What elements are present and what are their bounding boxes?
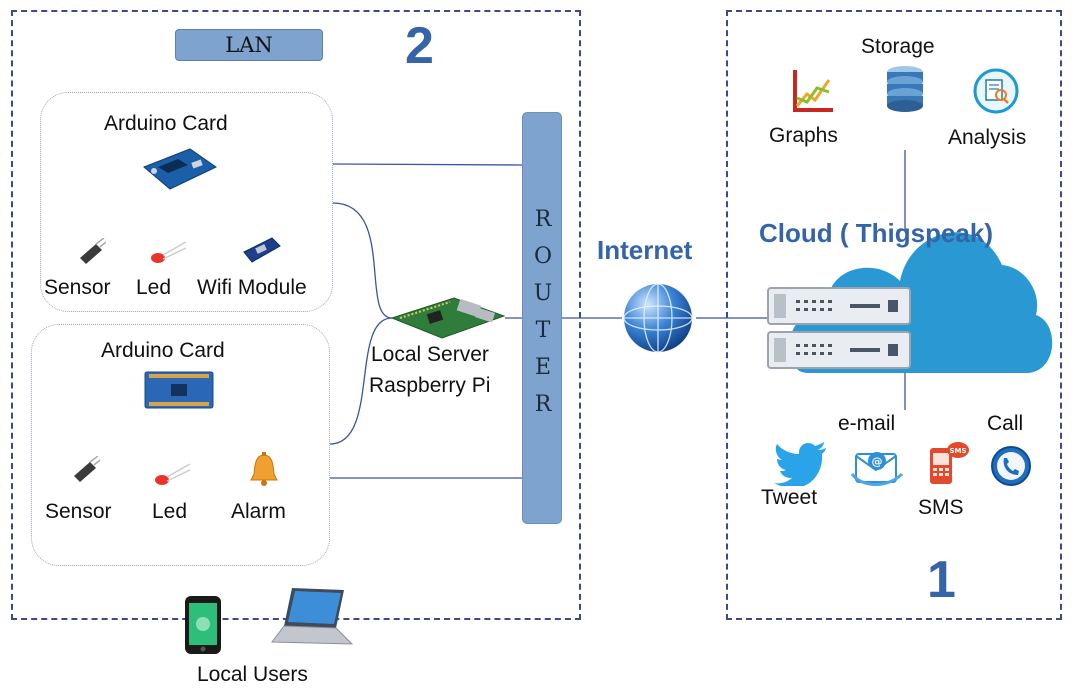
arduino-card-2-title: Arduino Card bbox=[101, 339, 225, 362]
call-label: Call bbox=[987, 412, 1024, 435]
card2-alarm-label: Alarm bbox=[231, 500, 286, 523]
router-letter: R bbox=[534, 392, 552, 417]
card2-led-label: Led bbox=[152, 500, 188, 523]
router-letter: U bbox=[533, 281, 553, 306]
smartphone-icon bbox=[185, 596, 221, 654]
twitter-icon bbox=[774, 442, 826, 486]
raspberry-pi-label: Raspberry Pi bbox=[369, 374, 491, 397]
router-letter: E bbox=[534, 355, 552, 380]
raspberry-pi-icon bbox=[390, 297, 506, 339]
analysis-label: Analysis bbox=[948, 126, 1027, 149]
arduino-card-1-title: Arduino Card bbox=[104, 112, 228, 135]
server-icon bbox=[767, 287, 911, 369]
database-icon bbox=[887, 66, 923, 112]
card1-led-label: Led bbox=[136, 276, 172, 299]
sensor-icon bbox=[80, 238, 106, 264]
storage-label: Storage bbox=[861, 35, 935, 58]
internet-label: Internet bbox=[597, 235, 693, 265]
arduino-card-2 bbox=[31, 324, 330, 566]
wifi-module-icon bbox=[243, 237, 281, 263]
graphs-label: Graphs bbox=[769, 124, 838, 147]
alarm-bell-icon bbox=[250, 452, 278, 486]
cloud-zone-number: 1 bbox=[927, 551, 956, 609]
call-icon bbox=[991, 446, 1031, 486]
graph-icon bbox=[793, 70, 833, 112]
local-users-label: Local Users bbox=[197, 663, 308, 686]
cloud-zone bbox=[726, 10, 1062, 620]
card1-wifi-module-label: Wifi Module bbox=[197, 276, 307, 299]
lan-zone-number: 2 bbox=[405, 17, 434, 75]
router-letter: R bbox=[534, 207, 552, 232]
svg-text:@: @ bbox=[872, 455, 883, 468]
sms-label: SMS bbox=[918, 496, 964, 519]
arduino-card-1 bbox=[40, 92, 333, 312]
sms-badge-text: SMS bbox=[949, 447, 966, 455]
globe-icon bbox=[623, 283, 693, 353]
cloud-title: Cloud ( Thigspeak) bbox=[759, 218, 993, 248]
card1-sensor-label: Sensor bbox=[44, 276, 111, 299]
router: R O U T E R bbox=[522, 112, 562, 524]
sensor-icon bbox=[74, 456, 100, 482]
card2-sensor-label: Sensor bbox=[45, 500, 112, 523]
led-icon bbox=[155, 463, 191, 485]
email-icon: @ bbox=[850, 452, 904, 486]
lan-label: LAN bbox=[175, 29, 323, 61]
shield-board-icon bbox=[144, 371, 214, 409]
email-label: e-mail bbox=[838, 412, 896, 435]
local-server-label: Local Server bbox=[371, 343, 489, 366]
led-icon bbox=[151, 241, 187, 263]
laptop-icon bbox=[271, 588, 354, 645]
router-letter: T bbox=[535, 318, 551, 343]
arduino-board-icon bbox=[143, 148, 217, 190]
tweet-label: Tweet bbox=[761, 486, 818, 509]
sms-phone-icon: SMS bbox=[930, 442, 969, 484]
analysis-icon bbox=[973, 68, 1019, 114]
router-letter: O bbox=[533, 244, 553, 269]
